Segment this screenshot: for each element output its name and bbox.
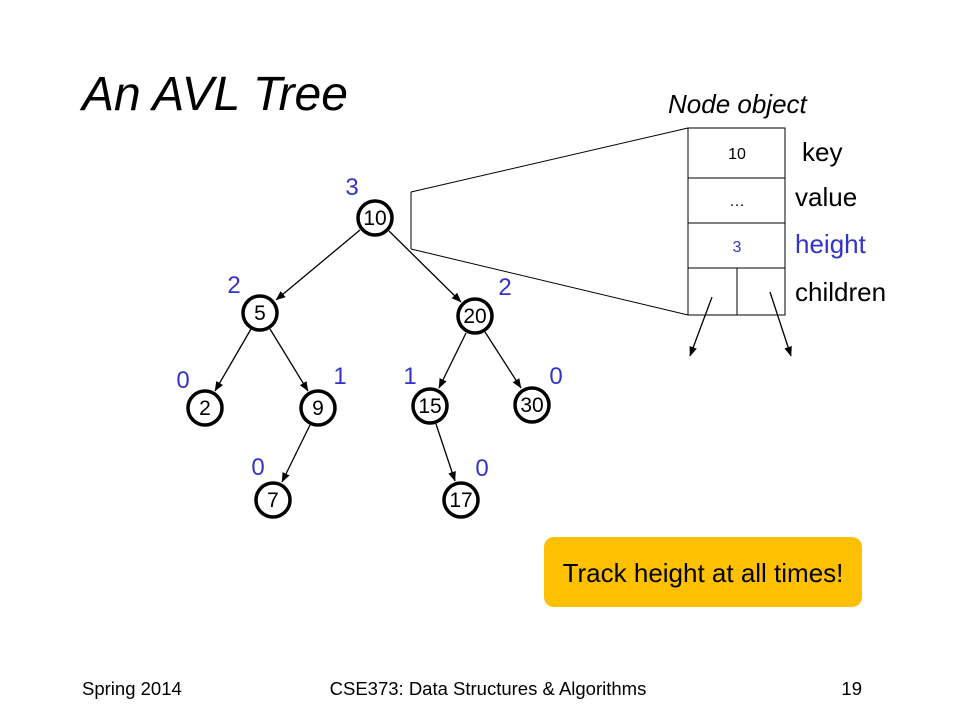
tree-node: 17: [442, 481, 480, 519]
page-number: 19: [841, 678, 862, 699]
tree-node: 5: [241, 294, 279, 332]
edge-10-to-5: [275, 229, 361, 301]
callout: Track height at all times!: [544, 537, 862, 607]
height-label: 1: [333, 363, 346, 390]
value-field-value: …: [729, 193, 745, 210]
projection-top-line: [410, 127, 689, 193]
key-field-label: key: [802, 137, 842, 167]
node-key: 17: [449, 489, 472, 512]
tree-node: 9: [299, 389, 337, 427]
node-object-projection: [410, 127, 689, 316]
edge-5-to-9: [269, 328, 309, 392]
node-circle: [186, 389, 224, 427]
node-key: 10: [363, 207, 386, 230]
height-label: 0: [251, 454, 264, 481]
tree-edges: [214, 229, 522, 483]
edge-20-to-15: [438, 332, 467, 389]
tree-node: 10: [356, 199, 394, 237]
node-circle: [513, 386, 551, 424]
node-object-caption: Node object: [668, 89, 809, 119]
node-circle: [254, 481, 292, 519]
node-circle: [299, 389, 337, 427]
height-label: 3: [345, 174, 358, 201]
node-circle: [442, 481, 480, 519]
node-circle: [456, 297, 494, 335]
height-label: 0: [176, 367, 189, 394]
projection-bottom-line: [410, 248, 689, 316]
slide-title: An AVL Tree: [79, 68, 348, 121]
node-key: 30: [520, 394, 543, 417]
node-key: 9: [312, 397, 324, 420]
edge-5-to-2: [214, 328, 252, 392]
tree-node: 2: [186, 389, 224, 427]
height-label: 0: [549, 363, 562, 390]
key-field-value: 10: [728, 146, 746, 163]
edge-15-to-17: [435, 423, 456, 482]
edge-20-to-30: [484, 331, 522, 389]
height-label: 2: [227, 272, 240, 299]
value-field-label: value: [795, 182, 857, 212]
right-child-pointer-arrow: [769, 291, 792, 357]
edge-9-to-7: [281, 424, 311, 483]
height-label: 2: [498, 274, 511, 301]
node-key: 15: [418, 395, 441, 418]
node-circle: [356, 199, 394, 237]
height-field-value: 3: [733, 239, 742, 256]
height-label: 1: [403, 363, 416, 390]
node-circle: [411, 387, 449, 425]
footer-center: CSE373: Data Structures & Algorithms: [330, 678, 647, 699]
children-field-label: children: [795, 277, 886, 307]
node-circle: [241, 294, 279, 332]
left-child-pointer-arrow: [689, 296, 713, 357]
tree-node: 7: [254, 481, 292, 519]
callout-text: Track height at all times!: [563, 558, 844, 588]
height-labels: 3 2 2 0 1 1 0 0 0: [176, 174, 562, 482]
node-object-box: 10 … 3: [687, 127, 792, 357]
tree-node: 15: [411, 387, 449, 425]
footer-left: Spring 2014: [82, 678, 182, 699]
height-label: 0: [475, 455, 488, 482]
tree-node: 30: [513, 386, 551, 424]
node-key: 7: [267, 489, 279, 512]
edge-10-to-20: [388, 230, 462, 303]
node-key: 20: [463, 305, 486, 328]
node-key: 5: [254, 302, 266, 325]
tree-node: 20: [456, 297, 494, 335]
height-field-label: height: [795, 229, 867, 259]
node-key: 2: [199, 397, 211, 420]
callout-box: [544, 537, 862, 607]
